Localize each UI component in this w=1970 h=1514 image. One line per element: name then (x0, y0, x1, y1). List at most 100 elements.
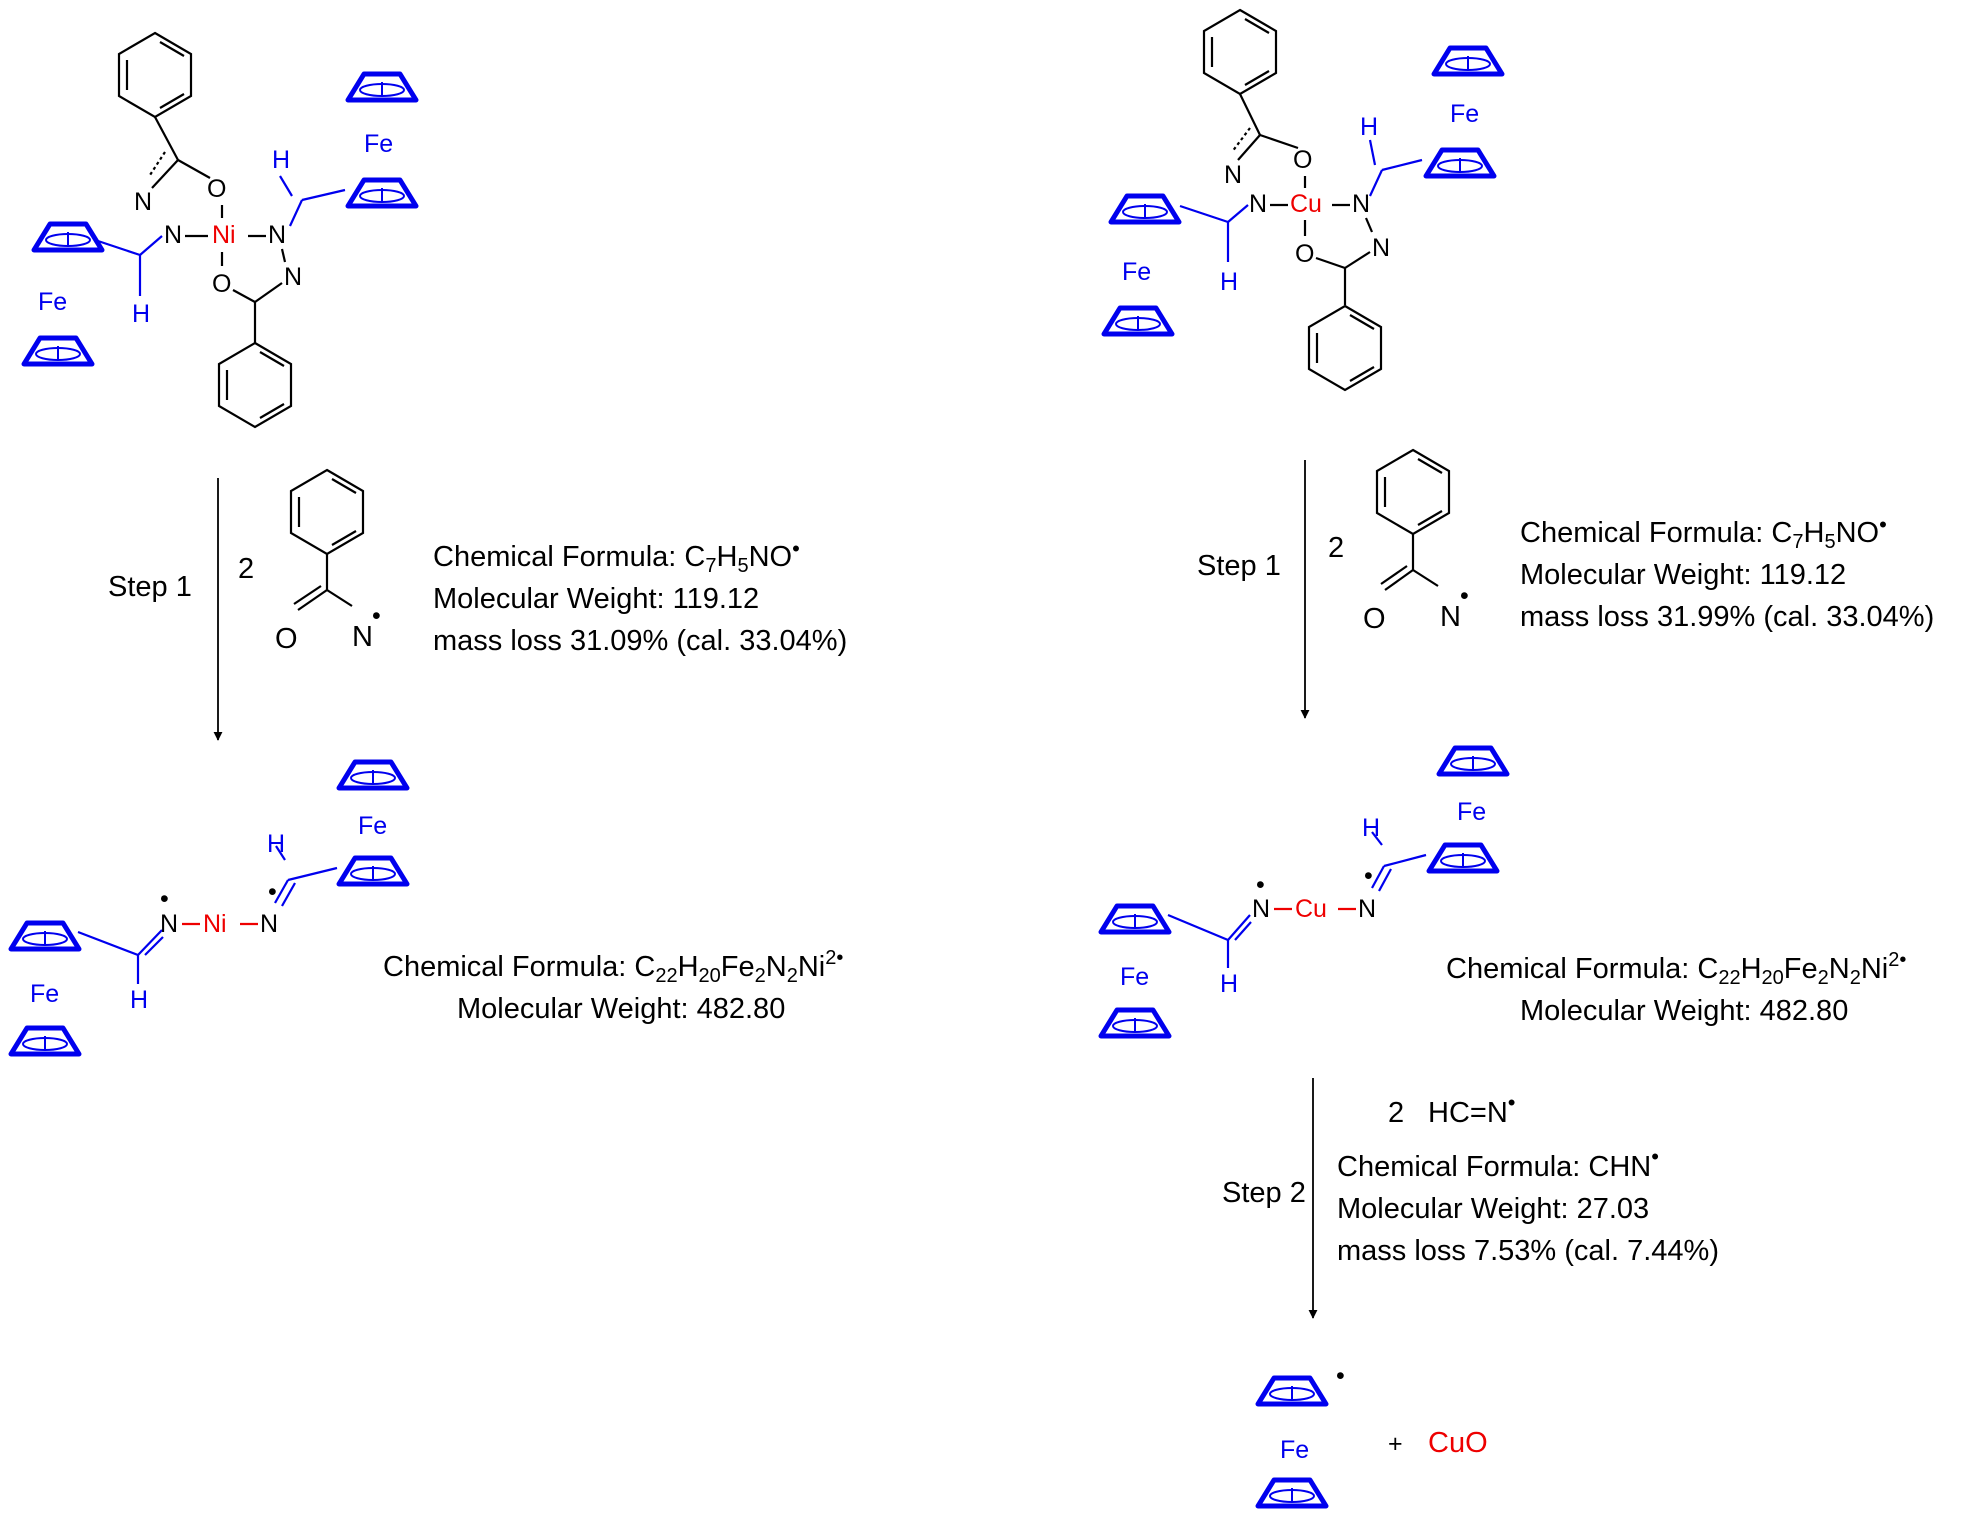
cyclopentadienyl-ring-icon (1101, 1010, 1169, 1036)
atom-o: O (212, 270, 231, 298)
atom-h: H (1220, 268, 1238, 296)
step2-formula: Chemical Formula: CHN• (1337, 1144, 1659, 1183)
radical-dot: • (1364, 862, 1373, 890)
cyclopentadienyl-ring-icon (1111, 196, 1179, 222)
hcn-fragment: HC=N• (1428, 1090, 1515, 1129)
atom-h: H (132, 300, 150, 328)
atom-n: N (160, 910, 178, 938)
atom-fe: Fe (364, 130, 393, 158)
radical-dot: • (268, 878, 277, 906)
cyclopentadienyl-ring-icon (339, 762, 407, 788)
step2-mass-loss: mass loss 7.53% (cal. 7.44%) (1337, 1235, 1719, 1267)
atom-h: H (267, 830, 285, 858)
cuo-product: CuO (1428, 1427, 1488, 1459)
fragment-n: N (1440, 601, 1461, 633)
cyclopentadienyl-ring-icon (1426, 150, 1494, 176)
formula: Chemical Formula: C7H5NO• (433, 536, 800, 577)
plus-sign: + (1388, 1430, 1403, 1458)
atom-h: H (1360, 113, 1378, 141)
cyclopentadienyl-ring-icon (11, 923, 79, 949)
fragment-n: N (352, 621, 373, 653)
benzamide-fragment: O N • (1363, 448, 1469, 635)
phenyl-ring-icon (1375, 448, 1451, 536)
cyclopentadienyl-ring-icon (1104, 308, 1172, 334)
mass-loss: mass loss 31.09% (cal. 33.04%) (433, 625, 847, 657)
phenyl-ring-icon (217, 341, 293, 429)
atom-ni: Ni (212, 221, 236, 249)
atom-n: N (134, 188, 152, 216)
atom-o: O (1293, 146, 1312, 174)
step-label: Step 1 (1197, 550, 1281, 582)
atom-n: N (268, 221, 286, 249)
atom-n: N (1249, 190, 1267, 218)
radical-dot: • (1336, 1362, 1345, 1390)
radical-dot: • (1256, 871, 1265, 899)
phenyl-ring-icon (117, 31, 193, 119)
coefficient: 2 (238, 553, 254, 585)
cu-complex: O N N Cu N O N H Fe H Fe (1104, 8, 1502, 392)
fragment-o: O (275, 623, 298, 655)
ni-complex: O N N Ni N O N H Fe H Fe (24, 31, 416, 429)
product-molecular-weight: Molecular Weight: 482.80 (457, 993, 785, 1025)
cyclopentadienyl-ring-icon (1258, 1378, 1326, 1404)
cyclopentadienyl-ring-icon (348, 74, 416, 100)
atom-fe: Fe (1120, 963, 1149, 991)
phenyl-ring-icon (1307, 304, 1383, 392)
atom-o: O (1295, 240, 1314, 268)
atom-h: H (1220, 970, 1238, 998)
cyclopentadienyl-ring-icon (11, 1028, 79, 1054)
atom-fe: Fe (1450, 100, 1479, 128)
benzamide-fragment: O N • (275, 468, 381, 655)
atom-cu: Cu (1290, 190, 1322, 218)
atom-n: N (260, 910, 278, 938)
step2-molecular-weight: Molecular Weight: 27.03 (1337, 1193, 1649, 1225)
atom-cu: Cu (1295, 895, 1327, 923)
cyclopentadienyl-ring-icon (1434, 48, 1502, 74)
atom-fe: Fe (1280, 1436, 1309, 1464)
atom-ni: Ni (203, 910, 227, 938)
atom-fe: Fe (1122, 258, 1151, 286)
cyclopentadienyl-ring-icon (24, 338, 92, 364)
step-label: Step 2 (1222, 1177, 1306, 1209)
phenyl-ring-icon (1202, 8, 1278, 96)
atom-n: N (284, 263, 302, 291)
atom-n: N (1372, 234, 1390, 262)
atom-h: H (272, 146, 290, 174)
radical-dot: • (1460, 582, 1469, 610)
atom-n: N (164, 221, 182, 249)
cyclopentadienyl-ring-icon (34, 224, 102, 250)
molecular-weight: Molecular Weight: 119.12 (433, 583, 759, 615)
cu-product: Fe H N • Cu N • H Fe (1101, 748, 1507, 1036)
molecular-weight: Molecular Weight: 119.12 (1520, 559, 1846, 591)
formula: Chemical Formula: C7H5NO• (1520, 512, 1887, 553)
atom-n: N (1352, 190, 1370, 218)
mass-loss: mass loss 31.99% (cal. 33.04%) (1520, 601, 1934, 633)
cyclopentadienyl-ring-icon (1439, 748, 1507, 774)
cyclopentadienyl-ring-icon (348, 180, 416, 206)
atom-fe: Fe (38, 288, 67, 316)
radical-dot: • (160, 885, 169, 913)
fragment-o: O (1363, 603, 1386, 635)
cyclopentadienyl-ring-icon (1429, 845, 1497, 871)
radical-dot: • (372, 602, 381, 630)
atom-h: H (130, 986, 148, 1014)
atom-n: N (1252, 895, 1270, 923)
atom-fe: Fe (358, 812, 387, 840)
product-formula: Chemical Formula: C22H20Fe2N2Ni2• (383, 947, 843, 987)
product-molecular-weight: Molecular Weight: 482.80 (1520, 995, 1848, 1027)
step-label: Step 1 (108, 571, 192, 603)
coefficient: 2 (1328, 532, 1344, 564)
atom-fe: Fe (30, 980, 59, 1008)
atom-fe: Fe (1457, 798, 1486, 826)
phenyl-ring-icon (289, 468, 365, 556)
coefficient: 2 (1388, 1097, 1404, 1129)
cyclopentadienyl-ring-icon (1101, 906, 1169, 932)
ni-product: Fe H N • Ni N • H Fe (11, 762, 407, 1054)
product-formula: Chemical Formula: C22H20Fe2N2Ni2• (1446, 949, 1906, 989)
atom-h: H (1362, 814, 1380, 842)
ferrocenyl-radical: • Fe (1258, 1362, 1345, 1506)
atom-n: N (1358, 895, 1376, 923)
cyclopentadienyl-ring-icon (339, 858, 407, 884)
atom-o: O (207, 175, 226, 203)
